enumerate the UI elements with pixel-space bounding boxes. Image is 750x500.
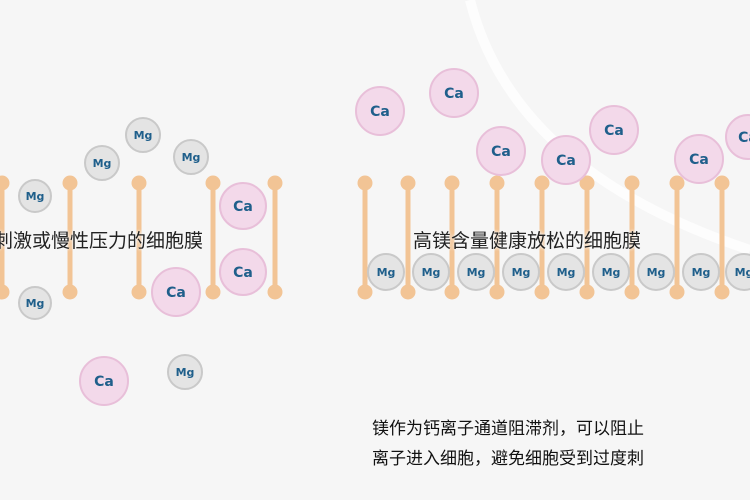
calcium-ion: Ca — [725, 114, 750, 160]
magnesium-ion-label: Mg — [512, 266, 531, 279]
magnesium-ion-label: Mg — [176, 366, 195, 379]
magnesium-ion: Mg — [547, 253, 585, 291]
magnesium-ion-label: Mg — [26, 297, 45, 310]
lipid-molecule — [131, 175, 147, 300]
lipid-molecule — [444, 175, 460, 300]
lipid-molecule — [62, 175, 78, 300]
calcium-ion-label: Ca — [233, 199, 253, 215]
calcium-ion: Ca — [219, 248, 267, 296]
lipid-molecule — [267, 175, 283, 300]
magnesium-ion: Mg — [637, 253, 675, 291]
caption-line-2: 离子进入细胞，避免细胞受到过度刺 — [372, 449, 644, 469]
magnesium-ion: Mg — [18, 286, 52, 320]
magnesium-ion-label: Mg — [422, 266, 441, 279]
stressed-membrane-label: 刺激或慢性压力的细胞膜 — [0, 230, 204, 252]
magnesium-ion-label: Mg — [467, 266, 486, 279]
calcium-ion: Ca — [541, 135, 591, 185]
calcium-ion: Ca — [429, 68, 479, 118]
calcium-ion: Ca — [79, 356, 129, 406]
magnesium-ion: Mg — [367, 253, 405, 291]
calcium-ion-label: Ca — [370, 104, 390, 120]
lipid-molecule — [0, 175, 10, 300]
lipid-molecule — [205, 175, 221, 300]
lipid-molecule — [579, 175, 595, 300]
magnesium-ion: Mg — [412, 253, 450, 291]
calcium-ion-label: Ca — [689, 152, 709, 168]
lipid-molecule — [400, 175, 416, 300]
lipid-bilayer — [0, 175, 730, 300]
calcium-ion-label: Ca — [738, 130, 750, 146]
magnesium-ion-label: Mg — [557, 266, 576, 279]
calcium-ion: Ca — [589, 105, 639, 155]
magnesium-ion: Mg — [592, 253, 630, 291]
calcium-ion-label: Ca — [491, 144, 511, 160]
calcium-ion-label: Ca — [166, 285, 186, 301]
magnesium-ion-label: Mg — [134, 129, 153, 142]
magnesium-ion-label: Mg — [377, 266, 396, 279]
lipid-molecule — [357, 175, 373, 300]
calcium-ion-label: Ca — [233, 265, 253, 281]
caption-text: 镁作为钙离子通道阻滞剂，可以阻止 离子进入细胞，避免细胞受到过度刺 — [372, 414, 750, 474]
lipid-molecule — [534, 175, 550, 300]
lipid-molecule — [624, 175, 640, 300]
magnesium-ion-label: Mg — [602, 266, 621, 279]
magnesium-ion: Mg — [725, 253, 750, 291]
magnesium-ion-label: Mg — [182, 151, 201, 164]
magnesium-ion: Mg — [173, 139, 209, 175]
magnesium-ion-label: Mg — [26, 190, 45, 203]
caption-line-1: 镁作为钙离子通道阻滞剂，可以阻止 — [372, 419, 644, 439]
magnesium-ion-label: Mg — [735, 266, 750, 279]
magnesium-ion: Mg — [502, 253, 540, 291]
lipid-molecule — [489, 175, 505, 300]
calcium-ion: Ca — [355, 86, 405, 136]
magnesium-ion-label: Mg — [647, 266, 666, 279]
calcium-ion-label: Ca — [604, 123, 624, 139]
magnesium-ion: Mg — [682, 253, 720, 291]
magnesium-ion: Mg — [457, 253, 495, 291]
calcium-ion: Ca — [674, 134, 724, 184]
calcium-ion-label: Ca — [94, 374, 114, 390]
calcium-ion: Ca — [151, 267, 201, 317]
lipid-molecule — [669, 175, 685, 300]
magnesium-ion: Mg — [167, 354, 203, 390]
calcium-ion-label: Ca — [444, 86, 464, 102]
relaxed-membrane-label: 高镁含量健康放松的细胞膜 — [413, 230, 642, 252]
magnesium-ion-label: Mg — [692, 266, 711, 279]
magnesium-ion: Mg — [18, 179, 52, 213]
magnesium-ion: Mg — [84, 145, 120, 181]
ion-layer: MgMgMgMgMgCaCaCaCaMgCaCaCaCaCaCaCaMgMgMg… — [18, 68, 750, 406]
calcium-ion-label: Ca — [556, 153, 576, 169]
magnesium-ion-label: Mg — [93, 157, 112, 170]
calcium-ion: Ca — [219, 182, 267, 230]
lipid-molecule — [714, 175, 730, 300]
calcium-ion: Ca — [476, 126, 526, 176]
magnesium-ion: Mg — [125, 117, 161, 153]
